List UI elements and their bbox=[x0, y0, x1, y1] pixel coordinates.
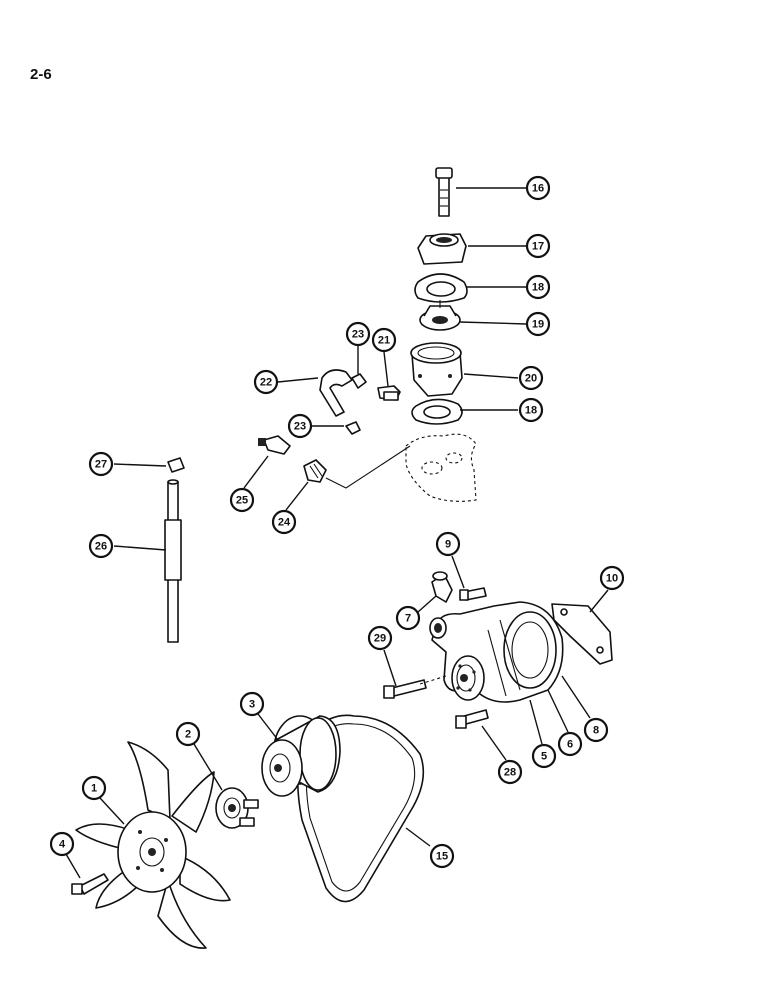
leader-lines bbox=[65, 187, 609, 879]
callout-19: 19 bbox=[525, 311, 551, 337]
callout-label: 28 bbox=[504, 767, 516, 779]
callout-2: 2 bbox=[175, 721, 201, 747]
temperature-sender bbox=[258, 435, 291, 455]
callout-label: 9 bbox=[445, 539, 451, 551]
callout-3: 3 bbox=[239, 691, 265, 717]
callout-26: 26 bbox=[88, 533, 114, 559]
callout-label: 6 bbox=[567, 739, 573, 751]
callout-label: 20 bbox=[525, 373, 537, 385]
fan-spacer bbox=[215, 787, 259, 829]
callout-label: 1 bbox=[91, 783, 97, 795]
dipstick-clip bbox=[167, 457, 185, 473]
thermostat bbox=[419, 300, 461, 331]
callout-label: 23 bbox=[352, 329, 364, 341]
callout-20: 20 bbox=[518, 365, 544, 391]
callout-label: 29 bbox=[374, 633, 386, 645]
callout-label: 15 bbox=[436, 851, 448, 863]
thermostat-bolt bbox=[435, 167, 453, 217]
callout-4: 4 bbox=[49, 831, 75, 857]
pump-bolt-long bbox=[383, 679, 427, 699]
callout-label: 23 bbox=[294, 421, 306, 433]
callout-label: 22 bbox=[260, 377, 272, 389]
callout-label: 25 bbox=[236, 495, 248, 507]
pump-bolt-short bbox=[455, 709, 489, 729]
callout-18: 18 bbox=[518, 397, 544, 423]
callout-label: 4 bbox=[59, 839, 66, 851]
callout-label: 21 bbox=[378, 335, 390, 347]
callout-5: 5 bbox=[531, 743, 557, 769]
callout-22: 22 bbox=[253, 369, 279, 395]
fan-bolt bbox=[71, 873, 109, 895]
callout-label: 17 bbox=[532, 241, 544, 253]
callout-23: 23 bbox=[287, 413, 313, 439]
callout-15: 15 bbox=[429, 843, 455, 869]
thermostat-housing-cover bbox=[417, 233, 467, 265]
callout-8: 8 bbox=[583, 717, 609, 743]
callout-label: 8 bbox=[593, 725, 599, 737]
callout-28: 28 bbox=[497, 759, 523, 785]
callout-7: 7 bbox=[395, 605, 421, 631]
thermostat-housing bbox=[410, 342, 463, 397]
water-pump-bolt-small bbox=[459, 587, 487, 601]
water-pump-fitting bbox=[431, 571, 453, 603]
callout-16: 16 bbox=[525, 175, 551, 201]
water-pump-hub bbox=[451, 655, 485, 701]
page-number: 2-6 bbox=[30, 66, 52, 83]
gasket-lower bbox=[411, 398, 463, 425]
callout-label: 16 bbox=[532, 183, 544, 195]
callout-17: 17 bbox=[525, 233, 551, 259]
callout-label: 27 bbox=[95, 459, 107, 471]
callout-label: 2 bbox=[185, 729, 191, 741]
callout-25: 25 bbox=[229, 487, 255, 513]
callout-9: 9 bbox=[435, 531, 461, 557]
callout-label: 18 bbox=[525, 405, 537, 417]
hose-clamp-upper bbox=[351, 373, 367, 389]
callout-24: 24 bbox=[271, 509, 297, 535]
callout-label: 26 bbox=[95, 541, 107, 553]
callout-label: 18 bbox=[532, 282, 544, 294]
callout-label: 19 bbox=[532, 319, 544, 331]
hose-clamp-lower bbox=[345, 421, 361, 435]
callout-10: 10 bbox=[599, 565, 625, 591]
callout-27: 27 bbox=[88, 451, 114, 477]
drain-plug bbox=[303, 459, 327, 483]
callout-18: 18 bbox=[525, 274, 551, 300]
callout-1: 1 bbox=[81, 775, 107, 801]
union-fitting bbox=[377, 385, 401, 401]
callout-21: 21 bbox=[371, 327, 397, 353]
callout-label: 7 bbox=[405, 613, 411, 625]
callout-label: 24 bbox=[278, 517, 291, 529]
water-pump-body bbox=[429, 601, 564, 703]
callout-6: 6 bbox=[557, 731, 583, 757]
callout-label: 5 bbox=[541, 751, 547, 763]
engine-block-outline bbox=[405, 433, 477, 502]
crankshaft-pulley bbox=[261, 715, 341, 797]
callout-label: 10 bbox=[606, 573, 618, 585]
gasket-upper bbox=[414, 273, 468, 303]
dipstick-tube bbox=[164, 479, 182, 643]
bypass-hose bbox=[319, 369, 353, 417]
callout-label: 3 bbox=[249, 699, 255, 711]
callout-23: 23 bbox=[345, 321, 371, 347]
callout-29: 29 bbox=[367, 625, 393, 651]
fan bbox=[75, 741, 231, 949]
